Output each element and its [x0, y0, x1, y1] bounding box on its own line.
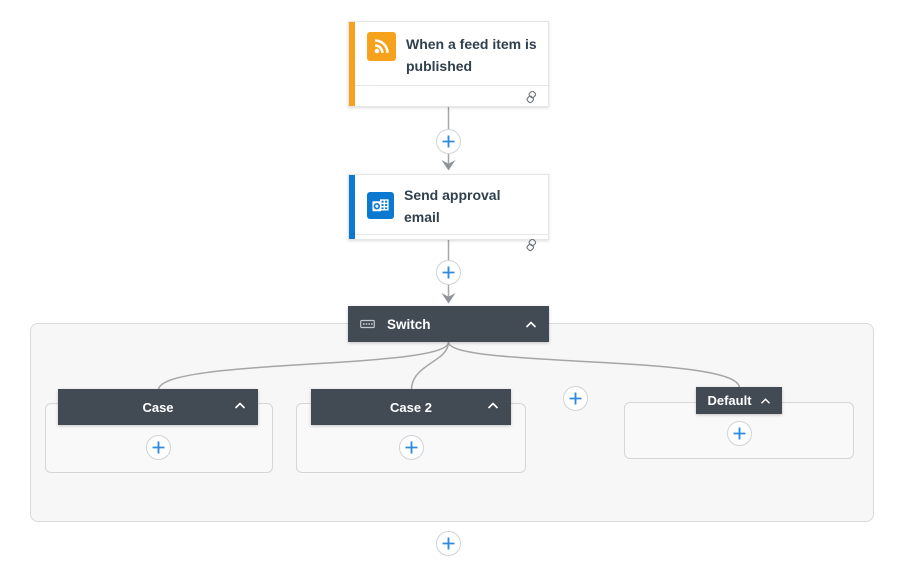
case-2-header[interactable]: Case 2 — [311, 389, 511, 425]
default-header[interactable]: Default — [696, 387, 782, 414]
action-accent-bar — [349, 175, 355, 239]
chevron-up-icon[interactable] — [525, 320, 537, 329]
connection-link-icon — [526, 90, 537, 104]
trigger-accent-bar — [349, 22, 355, 106]
case-2-add-action-button[interactable] — [399, 435, 424, 460]
add-case-button[interactable] — [563, 386, 588, 411]
trigger-card[interactable]: When a feed item is published — [348, 21, 549, 107]
action-card-body: Send approval email — [355, 175, 548, 234]
chevron-up-icon[interactable] — [760, 397, 771, 405]
chevron-up-icon[interactable] — [234, 401, 246, 410]
case-1-label: Case — [142, 399, 174, 415]
trigger-title: When a feed item is published — [406, 36, 537, 74]
action-title: Send approval email — [404, 187, 501, 225]
switch-label: Switch — [387, 316, 431, 332]
switch-icon — [360, 319, 375, 329]
action-card-footer — [355, 234, 548, 256]
switch-header[interactable]: Switch — [348, 306, 549, 342]
default-add-action-button[interactable] — [727, 421, 752, 446]
insert-step-button-1[interactable] — [436, 129, 461, 154]
case-1-header[interactable]: Case — [58, 389, 258, 425]
chevron-up-icon[interactable] — [487, 401, 499, 410]
action-card[interactable]: Send approval email — [348, 174, 549, 252]
case-2-label: Case 2 — [390, 399, 432, 415]
connection-link-icon — [526, 238, 537, 252]
case-1-add-action-button[interactable] — [146, 435, 171, 460]
insert-step-button-2[interactable] — [436, 260, 461, 285]
trigger-card-body: When a feed item is published — [355, 22, 548, 85]
default-label: Default — [707, 393, 752, 408]
rss-icon — [367, 32, 396, 61]
outlook-icon — [367, 192, 394, 220]
new-step-button[interactable] — [436, 531, 461, 556]
trigger-card-footer — [355, 85, 548, 109]
